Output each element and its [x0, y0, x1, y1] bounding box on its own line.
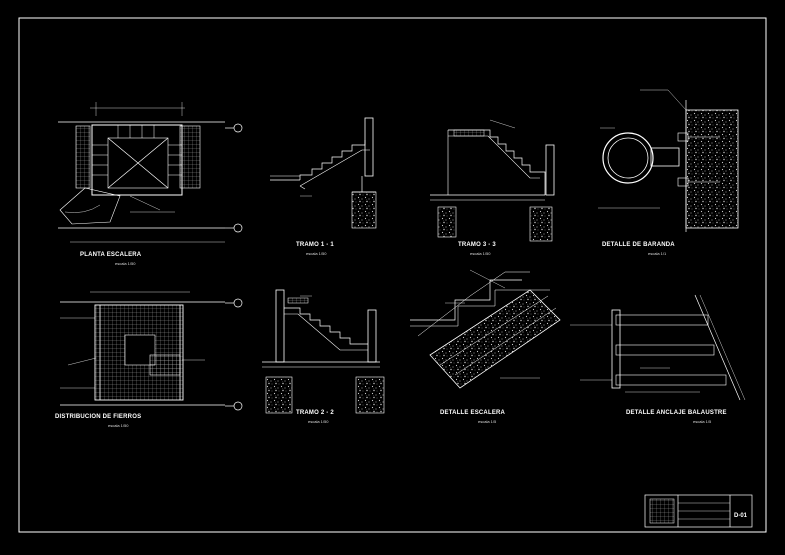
sheet-border — [18, 17, 767, 533]
logo — [649, 498, 675, 524]
view-title-rail: DETALLE DE BARANDA — [602, 242, 675, 248]
view-scale-anchor: escala 1/5 — [693, 419, 712, 424]
view-scale-t22: escala 1/50 — [308, 419, 329, 424]
baluster-anchor-detail — [570, 294, 746, 401]
view-scale-dist: escala 1/50 — [108, 423, 129, 428]
view-scale-stair: escala 1/5 — [478, 419, 497, 424]
sheet-code: D-01 — [734, 513, 748, 519]
section-2-2 — [262, 289, 385, 414]
view-scale-rail: escala 1/1 — [648, 251, 667, 256]
view-title-t11: TRAMO 1 - 1 — [296, 242, 334, 248]
railing-detail — [598, 89, 739, 232]
stair-detail — [410, 269, 561, 389]
rebar-distribution — [60, 291, 243, 411]
view-title-t22: TRAMO 2 - 2 — [296, 410, 334, 416]
section-1-1 — [270, 117, 377, 229]
section-3-3 — [430, 119, 555, 242]
view-scale-t33: escala 1/50 — [470, 251, 491, 256]
view-title-dist: DISTRIBUCION DE FIERROS — [55, 414, 142, 420]
view-title-plan: PLANTA ESCALERA — [80, 252, 142, 258]
title-block — [644, 494, 753, 528]
view-title-anchor: DETALLE ANCLAJE BALAUSTRE — [626, 410, 727, 416]
view-title-t33: TRAMO 3 - 3 — [458, 242, 496, 248]
view-scale-plan: escala 1/50 — [115, 261, 136, 266]
plan-view — [58, 102, 243, 243]
view-scale-t11: escala 1/50 — [306, 251, 327, 256]
view-title-stair: DETALLE ESCALERA — [440, 410, 506, 416]
